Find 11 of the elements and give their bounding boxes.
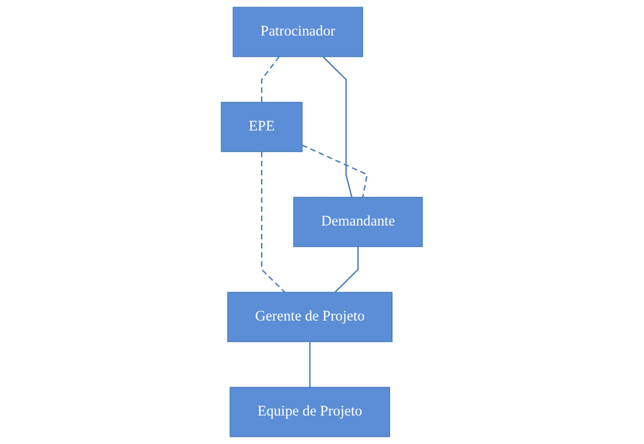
node-box: Gerente de Projeto bbox=[227, 292, 393, 342]
node-box: Demandante bbox=[293, 196, 423, 248]
connector bbox=[302, 144, 368, 198]
node-box: Patrocinador bbox=[232, 6, 364, 58]
connector bbox=[261, 152, 286, 293]
connector bbox=[261, 56, 280, 102]
connector bbox=[334, 246, 359, 293]
node-box: EPE bbox=[221, 102, 303, 152]
connector bbox=[309, 342, 311, 388]
node-box: Equipe de Projeto bbox=[230, 386, 390, 438]
connector bbox=[322, 56, 353, 198]
